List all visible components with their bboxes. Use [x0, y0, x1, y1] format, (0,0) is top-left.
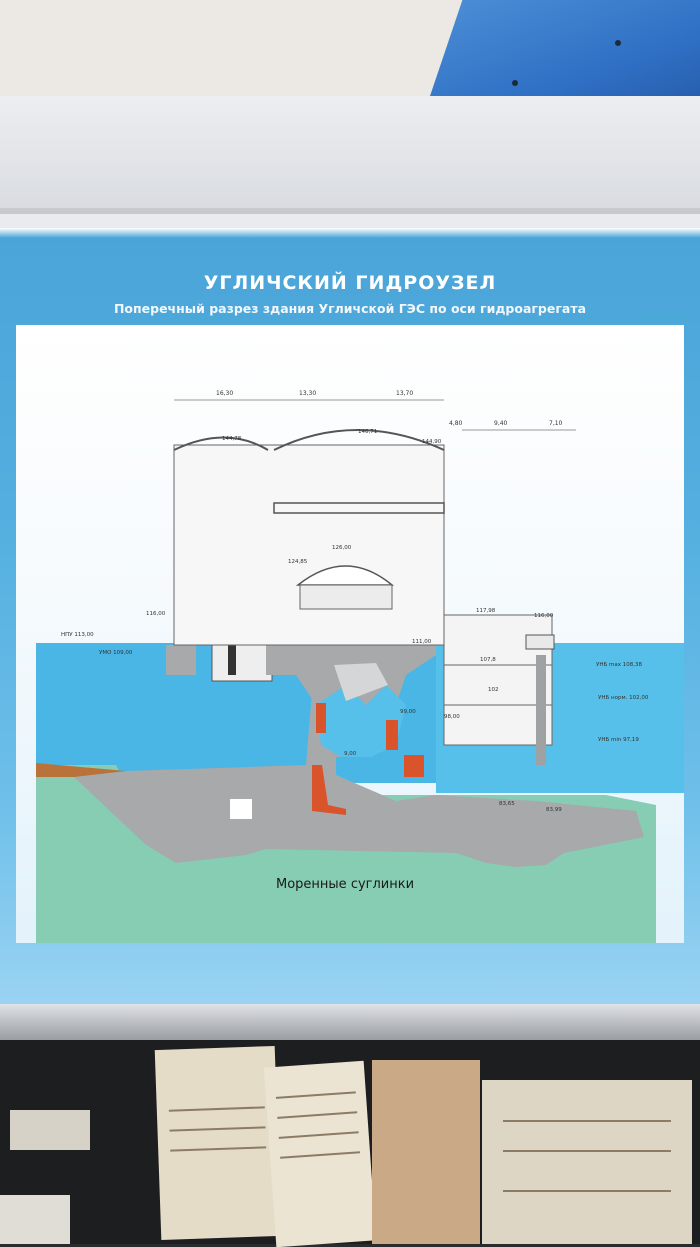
- crane-girder: [273, 502, 445, 514]
- intake-pier: [166, 645, 196, 675]
- poster-subtitle: Поперечный разрез здания Угличской ГЭС п…: [113, 301, 587, 316]
- ceiling-lamp: [615, 40, 621, 46]
- elev-label: 99,00: [400, 709, 416, 715]
- poster-title: УГЛИЧСКИЙ ГИДРОУЗЕЛ: [203, 272, 497, 294]
- tailrace-wall: [536, 655, 546, 765]
- elev-label: 124,85: [288, 559, 308, 565]
- elev-label: 116,00: [534, 613, 554, 619]
- elev-label: 144,90: [422, 439, 442, 445]
- soffit: [0, 96, 700, 214]
- accent-block: [316, 703, 326, 733]
- water-level-label: УМО 109,00: [99, 650, 133, 656]
- elev-label: 146,71: [358, 429, 377, 435]
- dim-label: 9,40: [494, 420, 508, 427]
- elev-label: 126,00: [332, 545, 352, 551]
- archival-document: [154, 1045, 282, 1241]
- elev-label: 83,65: [499, 801, 515, 807]
- ceiling-lamp: [512, 80, 518, 86]
- soil-label: Моренные суглинки: [276, 877, 414, 892]
- accent-block: [312, 765, 346, 815]
- elev-label: 111,00: [412, 639, 432, 645]
- elev-label: 116,00: [146, 611, 166, 617]
- blueprint-sheet: [482, 1080, 692, 1244]
- dim-label: 13,70: [396, 390, 413, 397]
- tailrace-crane: [525, 634, 555, 650]
- dim-label: 16,30: [216, 390, 233, 397]
- elev-label: 83,99: [546, 807, 562, 813]
- generator: [299, 584, 393, 610]
- elev-label: 98,00: [444, 714, 460, 720]
- accent-block: [386, 720, 398, 750]
- foundation-window: [230, 799, 252, 819]
- turbine-casing: [334, 663, 388, 701]
- display-case: [0, 1040, 700, 1247]
- elev-label: 107,8: [480, 657, 496, 663]
- cross-section-diagram: 16,30 13,30 13,70 4,80 9,40 7,10 144,78 …: [36, 390, 684, 943]
- draft-tube-water: [316, 685, 406, 757]
- light-strip: [0, 228, 700, 238]
- water-level-label: НПУ 113,00: [61, 632, 94, 638]
- elev-label: 9,00: [344, 751, 357, 757]
- roof-arch-right: [273, 429, 445, 451]
- document-card: [0, 1195, 70, 1244]
- elev-label: 117,98: [476, 608, 496, 614]
- archival-document: [263, 1060, 377, 1247]
- water-level-label: УНБ max 108,38: [596, 662, 642, 668]
- dim-label: 13,30: [299, 390, 316, 397]
- elev-label: 102: [488, 687, 499, 693]
- display-case-top: [0, 1004, 700, 1040]
- accent-block: [404, 755, 424, 777]
- dim-label: 7,10: [549, 420, 563, 427]
- foundation-concrete: [74, 643, 644, 867]
- water-level-label: УНБ min 97,19: [598, 737, 639, 743]
- dim-label: 4,80: [449, 420, 463, 427]
- ledger-book: [372, 1060, 480, 1244]
- poster-panel: УГЛИЧСКИЙ ГИДРОУЗЕЛ Поперечный разрез зд…: [0, 228, 700, 1004]
- water-level-label: УНБ норм. 102,00: [598, 695, 649, 701]
- document-card: [10, 1110, 90, 1150]
- ceiling-blue-panel: [430, 0, 700, 96]
- elev-label: 144,78: [222, 436, 242, 442]
- generator-dome: [295, 565, 395, 586]
- roof-arch-left: [173, 436, 269, 451]
- turbine-hall: [173, 444, 445, 646]
